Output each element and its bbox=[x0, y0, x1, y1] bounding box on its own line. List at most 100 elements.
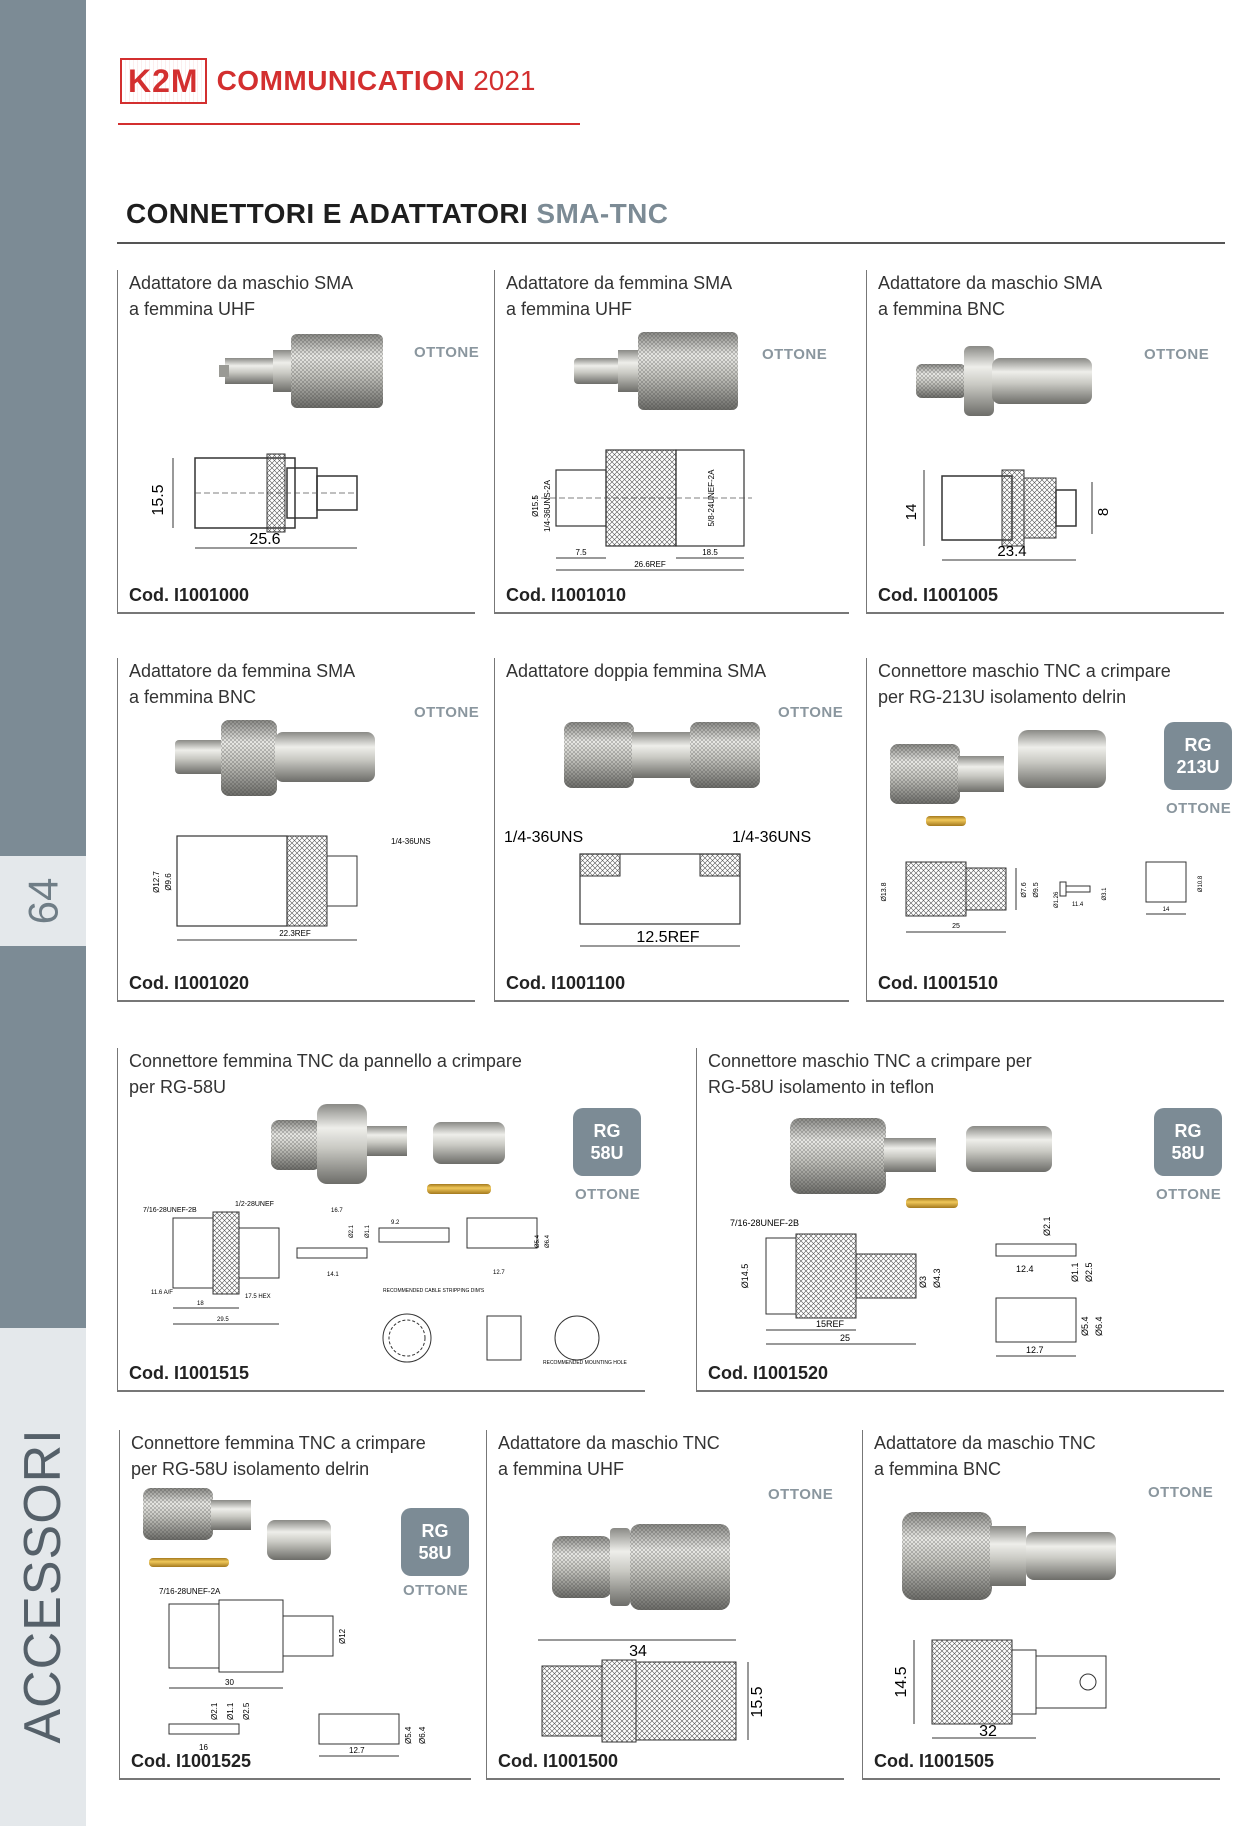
dim-label: 25 bbox=[840, 1333, 850, 1343]
dim-label: 14 bbox=[903, 504, 920, 521]
dim-label: 1/2-28UNEF bbox=[235, 1201, 274, 1208]
product-description: Adattatore da maschio TNC a femmina UHF bbox=[498, 1433, 720, 1479]
dim-label: Ø2.1 bbox=[1042, 1216, 1052, 1236]
technical-drawing: 14 8 23.4 bbox=[903, 469, 1112, 561]
dim-label: 1/4-36UNS-2A bbox=[543, 479, 552, 532]
dim-label: Ø5.4 bbox=[1080, 1316, 1090, 1336]
dim-label: Ø9.5 bbox=[1033, 882, 1040, 897]
dim-label: 1/4-36UNS bbox=[504, 829, 583, 846]
dim-label: 12.7 bbox=[349, 1746, 365, 1755]
dim-label: Ø6.4 bbox=[1094, 1316, 1104, 1336]
dim-label: Ø15.5 bbox=[531, 495, 540, 517]
product-description: Connettore maschio TNC a crimpare per RG… bbox=[878, 661, 1171, 707]
side-bar-bottom bbox=[0, 1328, 86, 1826]
dim-label: Ø1.1 bbox=[365, 1224, 371, 1238]
product-card-I1001000: Adattatore da maschio SMA a femmina UHF … bbox=[117, 270, 479, 614]
dim-label: Ø1.1 bbox=[1070, 1262, 1080, 1282]
dim-label: Ø2.1 bbox=[210, 1702, 219, 1720]
product-photo bbox=[271, 1104, 505, 1194]
side-bar: 64 ACCESSORI bbox=[0, 0, 86, 1826]
dim-label: Ø6.4 bbox=[545, 1234, 551, 1248]
dim-label: 14.5 bbox=[893, 1666, 910, 1697]
material-label: OTTONE bbox=[1148, 1484, 1214, 1501]
title-rule bbox=[117, 242, 1225, 244]
rg-cable-badge: RG 58U bbox=[573, 1108, 641, 1176]
product-description: Adattatore da maschio TNC a femmina BNC bbox=[874, 1433, 1096, 1479]
product-card-I1001505: Adattatore da maschio TNC a femmina BNC … bbox=[862, 1430, 1220, 1780]
dim-label: 7/16-28UNEF-2B bbox=[143, 1207, 197, 1214]
brand-header: K2M COMMUNICATION 2021 bbox=[120, 58, 535, 104]
product-photo bbox=[175, 720, 375, 796]
material-label: OTTONE bbox=[1144, 346, 1210, 363]
dim-label: 14 bbox=[1163, 907, 1170, 913]
dim-label: 12.5REF bbox=[636, 929, 699, 946]
product-card-I1001520: Connettore maschio TNC a crimpare per RG… bbox=[696, 1048, 1224, 1392]
product-description: Connettore maschio TNC a crimpare per RG… bbox=[708, 1051, 1032, 1097]
dim-label: 29.5 bbox=[217, 1317, 229, 1323]
technical-drawing: 34 15.5 bbox=[538, 1639, 766, 1743]
dim-label: Ø3.1 bbox=[1102, 887, 1108, 901]
product-description: Adattatore da femmina SMA a femmina BNC bbox=[129, 661, 356, 707]
dim-label: 1/4-36UNS bbox=[391, 837, 431, 846]
product-card-I1001525: Connettore femmina TNC a crimpare per RG… bbox=[119, 1430, 471, 1780]
dim-label: 12.7 bbox=[493, 1270, 505, 1276]
product-code: Cod. I1001000 bbox=[129, 585, 250, 605]
dim-label: 12.4 bbox=[1016, 1264, 1034, 1274]
dim-label: 32 bbox=[979, 1723, 997, 1740]
technical-drawing: 1/4-36UNS Ø12.7 Ø9.6 22.3REF bbox=[152, 835, 431, 941]
dim-label: Ø1.1 bbox=[226, 1702, 235, 1720]
brand-name: COMMUNICATION bbox=[216, 65, 466, 96]
product-code: Cod. I1001010 bbox=[506, 585, 627, 605]
rg-cable-badge: RG 58U bbox=[1154, 1108, 1222, 1176]
product-photo bbox=[552, 1524, 730, 1610]
product-photo bbox=[790, 1118, 1052, 1208]
brand-year: 2021 bbox=[473, 65, 536, 96]
material-label: OTTONE bbox=[403, 1582, 469, 1599]
product-description: Adattatore da maschio SMA a femmina UHF bbox=[129, 273, 354, 319]
product-photo bbox=[902, 1512, 1116, 1600]
product-description: Adattatore doppia femmina SMA bbox=[506, 661, 767, 681]
technical-drawing: 7/16-28UNEF-2B 1/2-28UNEF 11.6 A/F 17.5 … bbox=[143, 1201, 628, 1366]
product-photo bbox=[219, 334, 383, 408]
product-photo bbox=[574, 332, 738, 410]
product-code: Cod. I1001510 bbox=[878, 973, 999, 993]
dim-label: 11.4 bbox=[1072, 902, 1084, 908]
product-description: Adattatore da femmina SMA a femmina UHF bbox=[506, 273, 733, 319]
dim-label: 17.5 HEX bbox=[245, 1294, 271, 1300]
dim-label: 12.7 bbox=[1026, 1345, 1044, 1355]
dim-label: Ø2.5 bbox=[1084, 1262, 1094, 1282]
dim-label: 23.4 bbox=[997, 543, 1026, 560]
dim-label: Ø12.7 bbox=[152, 871, 161, 893]
dim-label: Ø9.6 bbox=[164, 873, 173, 891]
product-card-I1001010: Adattatore da femmina SMA a femmina UHF … bbox=[494, 270, 849, 614]
rg-cable-badge: RG 213U bbox=[1164, 722, 1232, 790]
product-card-I1001005: Adattatore da maschio SMA a femmina BNC … bbox=[866, 270, 1224, 614]
product-card-I1001100: Adattatore doppia femmina SMA OTTONE 1/4… bbox=[494, 658, 849, 1002]
product-photo bbox=[916, 346, 1092, 416]
dim-label: Ø7.6 bbox=[1021, 882, 1028, 897]
product-description: Connettore femmina TNC a crimpare per RG… bbox=[131, 1433, 426, 1479]
dim-label: 25.6 bbox=[249, 531, 280, 548]
product-code: Cod. I1001525 bbox=[131, 1751, 252, 1771]
dim-label: 22.3REF bbox=[279, 929, 311, 938]
dim-label: 16.7 bbox=[331, 1208, 343, 1214]
material-label: OTTONE bbox=[414, 344, 480, 361]
dim-label: 18 bbox=[197, 1301, 204, 1307]
material-label: OTTONE bbox=[1156, 1186, 1222, 1203]
technical-drawing: 7/16-28UNEF-2B Ø14.5 15REF 25 Ø3 Ø4.3 Ø2… bbox=[730, 1216, 1104, 1357]
dim-label: 15.5 bbox=[150, 484, 167, 515]
dim-label: 15.5 bbox=[749, 1686, 766, 1717]
product-code: Cod. I1001505 bbox=[874, 1751, 995, 1771]
dim-label: Ø3 bbox=[918, 1276, 928, 1288]
technical-drawing: 15.5 25.6 bbox=[150, 453, 358, 549]
side-bar-top bbox=[0, 0, 86, 856]
dim-label: 7/16-28UNEF-2B bbox=[730, 1218, 799, 1228]
dim-label: 7.5 bbox=[575, 548, 587, 557]
material-label: OTTONE bbox=[414, 704, 480, 721]
dim-label: Ø12 bbox=[338, 1628, 347, 1644]
product-code: Cod. I1001020 bbox=[129, 973, 250, 993]
dim-label: 1/4-36UNS bbox=[732, 829, 811, 846]
dim-label: 7/16-28UNEF-2A bbox=[159, 1587, 221, 1596]
dim-label: 25 bbox=[952, 923, 960, 930]
product-code: Cod. I1001520 bbox=[708, 1363, 829, 1383]
